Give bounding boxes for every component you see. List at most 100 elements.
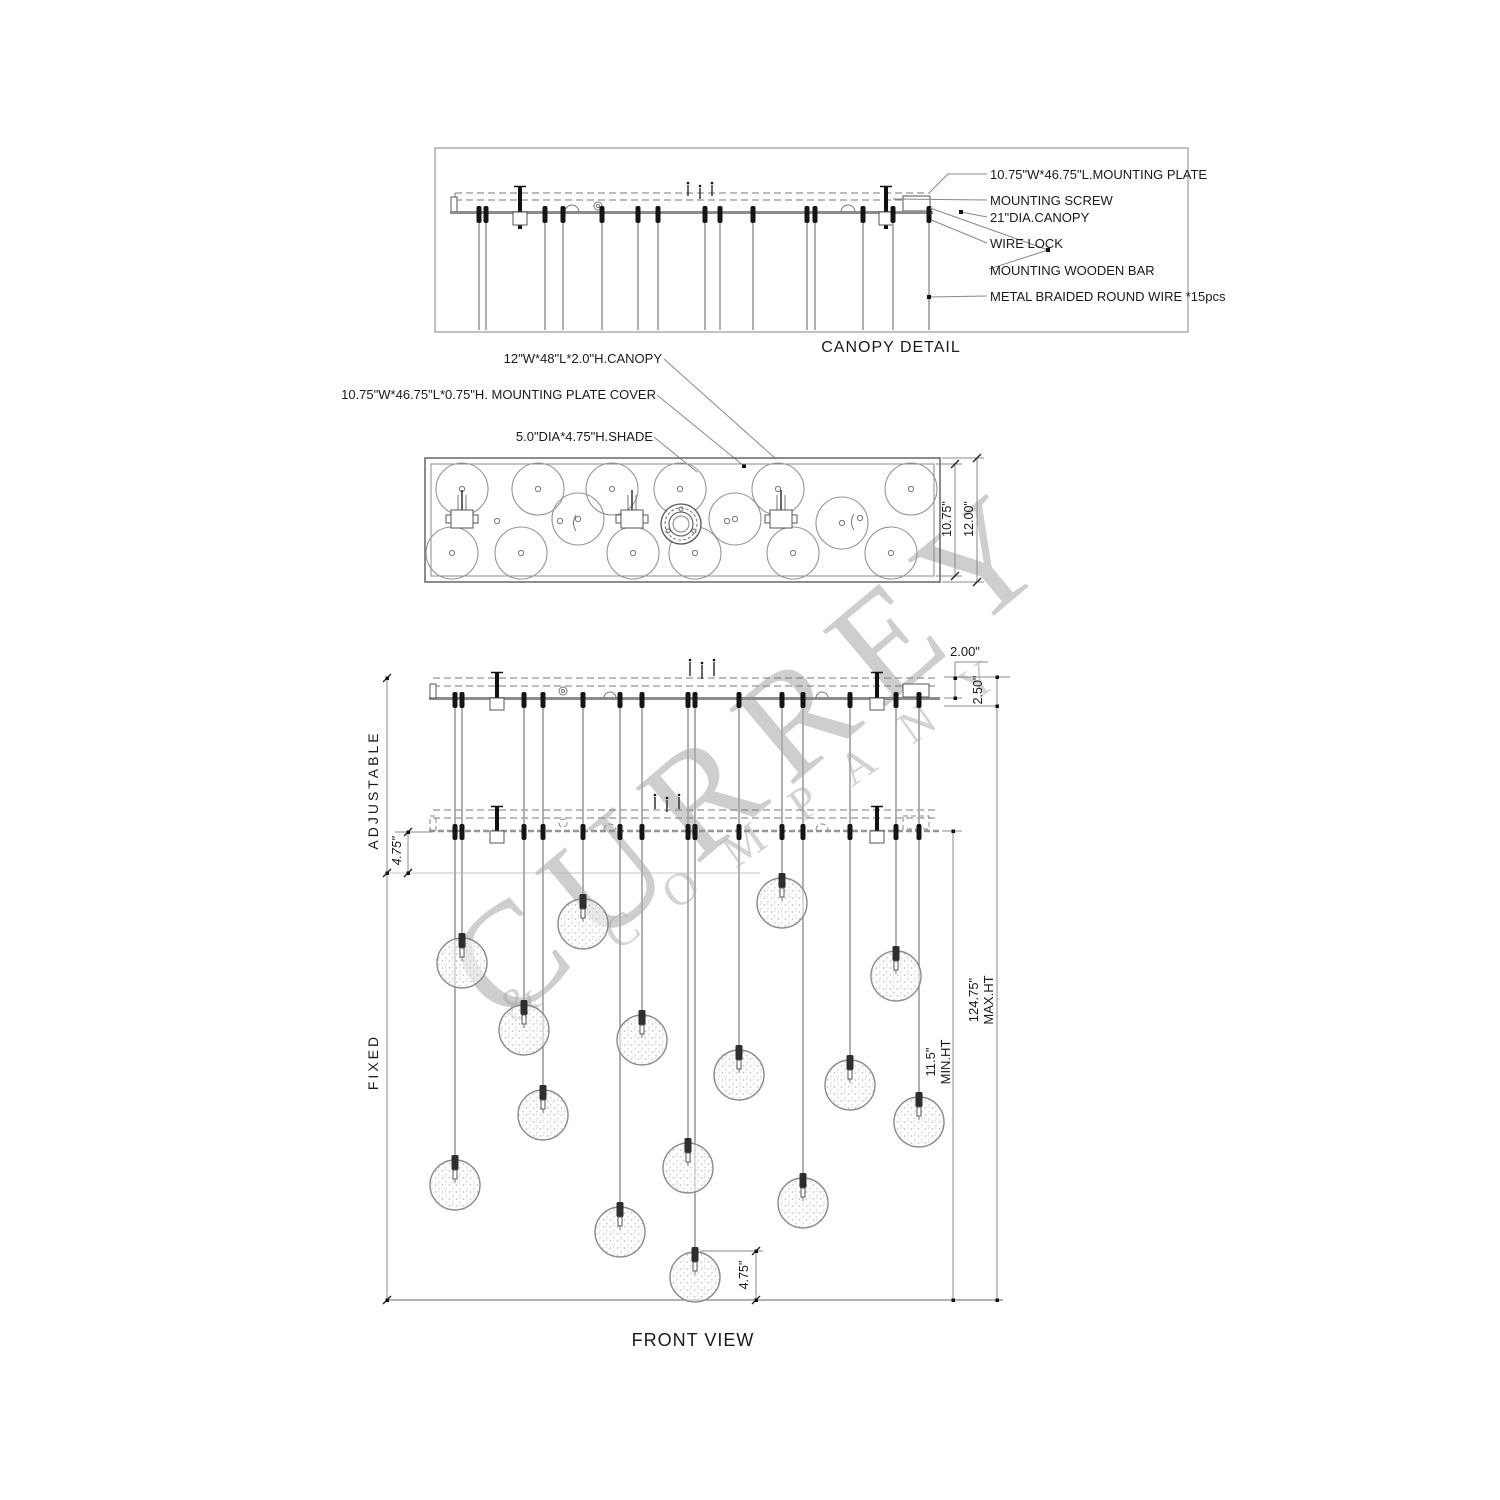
glass-globe [594,1202,646,1258]
wire-lock [476,206,482,223]
socket [778,873,786,888]
screw-head [723,517,731,525]
bulb-holder [847,1069,853,1080]
bulb-holder [452,1169,458,1180]
center-hub [660,503,702,545]
glass-globe [824,1055,876,1111]
bulb-holder [639,1024,645,1035]
wire-lock [580,692,586,708]
dim-min-height: 11.5" MIN.HT [923,1039,953,1085]
shade-top-outline [511,462,565,516]
bulb-holder [692,1261,698,1272]
wire-lock [617,692,623,708]
glass-globe [662,1138,714,1194]
bulb-holder [685,1152,691,1163]
glass-globe [713,1045,765,1101]
adjustable-canopy [429,793,940,844]
bulb-holder [779,887,785,898]
shade-top-outline [551,492,605,546]
dim-max-height: 124.75" MAX.HT [966,975,996,1025]
canopy-detail-title: CANOPY DETAIL [821,339,961,356]
wire-lock [542,206,548,223]
wire-lock [702,206,708,223]
callout-braided-wire: METAL BRAIDED ROUND WIRE *15pcs [990,289,1226,304]
mounting-screw [878,185,894,229]
socket [691,1247,699,1262]
shade-hole [838,519,846,527]
socket [579,894,587,909]
callout-canopy: 21"DIA.CANOPY [990,210,1090,225]
wire-lock [779,692,785,708]
shade-hole [676,485,684,493]
top-screws [686,181,714,199]
wire-lock [560,206,566,223]
wire-lock [692,692,698,708]
bulb-holder [736,1059,742,1070]
socket [684,1138,692,1153]
wire-lock [639,824,645,840]
mounting-screw [512,185,528,229]
shade-hole [774,485,782,493]
wire-lock [736,824,742,840]
glass-globe [777,1173,829,1229]
wire-lock [685,692,691,708]
front-view-title: FRONT VIEW [631,1330,755,1350]
socket [520,1000,528,1015]
shade-hole [907,485,915,493]
wire-lock [717,206,723,223]
wire-lock [459,824,465,840]
detail-border [434,147,1189,333]
ceiling-canopy [429,658,940,711]
glass-globe [893,1092,945,1148]
dim-canopy-width: 12.00" [962,501,976,537]
wire-lock [800,824,806,840]
wire-lock [540,824,546,840]
bulb-holder [800,1187,806,1198]
glass-globe [669,1247,721,1303]
dim-stem-length: 4.75" [390,836,404,866]
socket [892,946,900,961]
canopy-wires [476,206,932,330]
socket [846,1055,854,1070]
wire-lock [916,824,922,840]
shade-hole [574,515,582,523]
plate-end-notch [902,195,931,212]
glass-globe [756,873,808,929]
shade-top-outline [494,526,548,580]
wire-lock [580,824,586,840]
wire-lock [459,692,465,708]
socket [799,1173,807,1188]
glass-globe [616,1010,668,1066]
wire-lock [617,824,623,840]
callout-mounting-screw: MOUNTING SCREW [990,193,1113,208]
bulb-holder [521,1014,527,1025]
shade-hole [534,485,542,493]
shade-hole [887,549,895,557]
shade-hole [789,549,797,557]
screw-head [493,517,501,525]
socket [451,1155,459,1170]
wire-lock [893,824,899,840]
dim-canopy-total: 2.50" [971,675,985,705]
bulb-holder [893,960,899,971]
wire-lock [890,206,896,223]
shade-top-outline [884,462,938,516]
socket-bracket [615,490,649,529]
shade-top-outline [606,526,660,580]
wire-lock [847,692,853,708]
glass-globe [557,894,609,950]
wire-lock [779,824,785,840]
bulb-holder [540,1099,546,1110]
wire-lock [685,824,691,840]
glass-globe [429,1155,481,1211]
socket [638,1010,646,1025]
shade-top-outline [751,462,805,516]
socket [539,1085,547,1100]
socket-bracket [764,490,798,529]
wire-lock [804,206,810,223]
canopy-outline [424,457,941,583]
screw-head [856,514,864,522]
shade-hole [608,485,616,493]
